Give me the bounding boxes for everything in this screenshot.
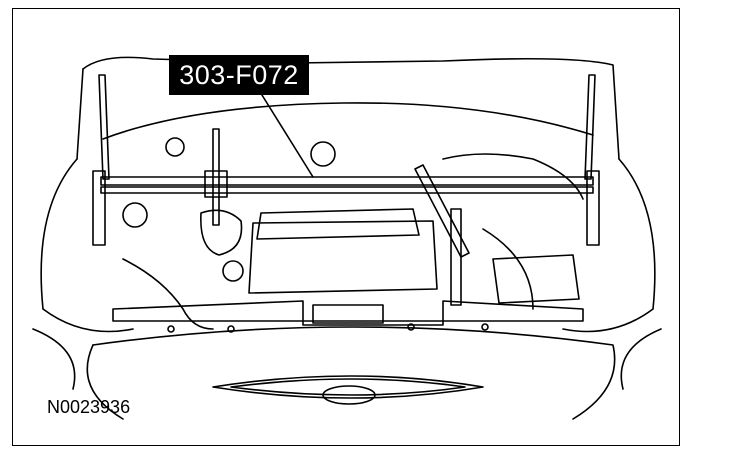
front-bumper-left	[86, 344, 124, 420]
diagonal-rod	[414, 164, 470, 258]
reservoir-cap	[122, 202, 148, 228]
tool-callout-label: 303-F072	[169, 55, 309, 95]
hood-outline	[82, 56, 620, 160]
intake-pipe	[442, 153, 584, 200]
engine-bay-drawing	[32, 56, 662, 420]
hose-left	[122, 258, 214, 330]
grille-inner	[230, 378, 466, 396]
bolt-4	[481, 323, 489, 331]
radiator-support	[112, 300, 584, 326]
left-fender	[40, 158, 134, 333]
support-bar-right-clamp	[586, 170, 600, 246]
engine-block	[248, 220, 438, 294]
headlamp-left	[32, 328, 76, 390]
right-fender	[562, 158, 656, 333]
grille-outer	[212, 375, 484, 399]
hose-right	[482, 228, 534, 310]
bolt-1	[167, 325, 175, 333]
pulley	[222, 260, 244, 282]
support-bar-left-clamp	[92, 170, 106, 246]
alternator	[200, 209, 243, 256]
hood-inner-line	[102, 102, 594, 140]
left-hood-strut	[98, 74, 110, 180]
support-bar-lower	[100, 186, 594, 194]
fill-cap	[165, 137, 185, 157]
hanger-bracket-left	[204, 170, 228, 198]
callout-leader-line	[256, 86, 314, 178]
latch-plate	[312, 304, 384, 324]
headlamp-right	[620, 328, 662, 390]
hanger-rod-right	[450, 208, 462, 306]
bolt-3	[407, 323, 415, 331]
right-hood-strut	[584, 74, 596, 180]
hood-edge	[76, 68, 84, 160]
illustration-frame: 303-F072 N0023936	[12, 8, 680, 446]
front-bumper	[92, 326, 616, 420]
battery	[492, 254, 580, 304]
valve-cover	[256, 208, 420, 240]
figure-id: N0023936	[47, 397, 131, 417]
hanger-rod-left	[212, 128, 220, 226]
support-bar-upper	[100, 176, 594, 186]
oil-cap	[310, 141, 336, 167]
emblem	[322, 385, 376, 405]
bolt-2	[227, 325, 235, 333]
